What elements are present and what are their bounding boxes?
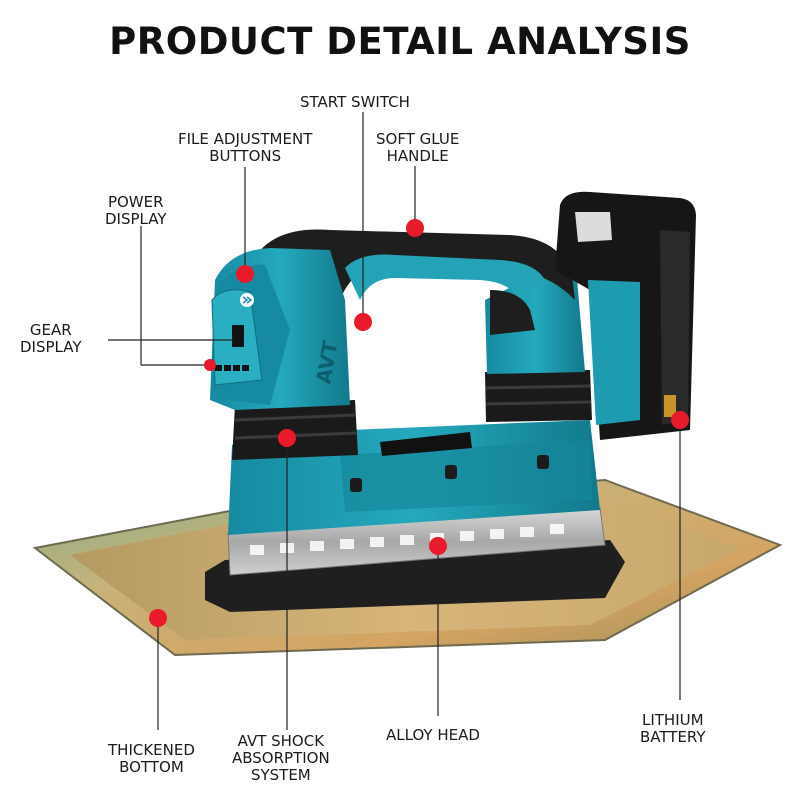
label-alloy-head: ALLOY HEAD: [386, 726, 480, 744]
label-start-switch: START SWITCH: [300, 93, 410, 111]
power-display-icon: [215, 365, 249, 371]
gear-display-icon: [232, 325, 244, 347]
label-gear-display: GEAR DISPLAY: [20, 321, 82, 356]
marker-dots: [149, 219, 689, 627]
label-lithium-battery: LITHIUM BATTERY: [640, 711, 706, 746]
screws: [350, 455, 549, 492]
control-panel: [211, 289, 263, 386]
label-thickened-bottom: THICKENED BOTTOM: [108, 741, 195, 776]
page-title: PRODUCT DETAIL ANALYSIS: [109, 20, 691, 63]
lithium-battery: [555, 191, 696, 440]
leader-lines: [108, 112, 681, 730]
right-shock-rings: [485, 370, 592, 422]
label-file-adjustment-buttons: FILE ADJUSTMENT BUTTONS: [178, 130, 313, 165]
handle-blue-inlay: [345, 254, 545, 300]
label-avt-shock-absorption: AVT SHOCK ABSORPTION SYSTEM: [232, 732, 330, 784]
label-soft-glue-handle: SOFT GLUE HANDLE: [376, 130, 460, 165]
spec-plate: [380, 432, 472, 456]
label-power-display: POWER DISPLAY: [105, 193, 167, 228]
